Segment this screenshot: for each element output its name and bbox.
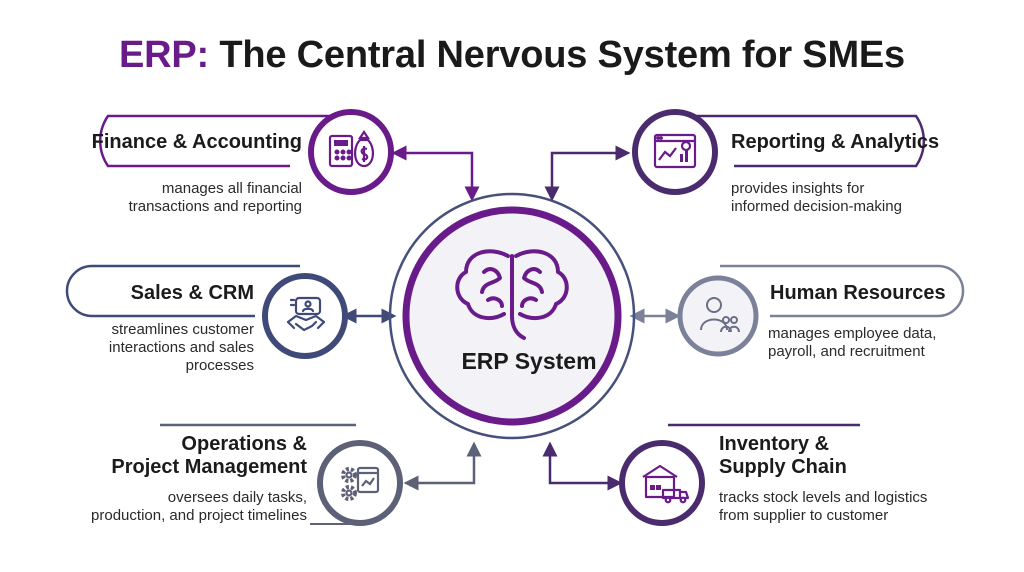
inventory-desc-line-2: from supplier to customer xyxy=(719,507,889,524)
operations-label-line-2: Project Management xyxy=(111,456,307,478)
warehouse-truck-icon xyxy=(642,464,690,504)
reporting-frame xyxy=(678,114,926,168)
title-rest: The Central Nervous System for SMEs xyxy=(208,34,905,76)
finance-node xyxy=(308,109,394,195)
page-title: ERP: The Central Nervous System for SMEs xyxy=(0,34,1024,77)
operations-desc-line-1: oversees daily tasks, xyxy=(167,489,307,506)
sales-frame xyxy=(65,264,300,318)
finance-desc-line-1: manages all financial xyxy=(161,180,302,197)
hr-frame xyxy=(720,264,965,318)
sales-desc-line-2: interactions and sales xyxy=(108,339,254,356)
inventory-desc-line-1: tracks stock levels and logistics xyxy=(719,489,928,506)
erp-system-label: ERP System xyxy=(461,348,597,374)
analytics-dashboard-icon xyxy=(653,133,697,169)
hr-desc-line-2: payroll, and recruitment xyxy=(768,343,925,360)
handshake-icon xyxy=(286,296,326,332)
sales-label: Sales & CRM xyxy=(130,282,254,304)
reporting-desc-line-1: provides insights for xyxy=(731,180,865,197)
sales-node xyxy=(262,273,348,359)
hr-label: Human Resources xyxy=(770,282,946,304)
calculator-moneybag-icon xyxy=(328,130,374,168)
reporting-label: Reporting & Analytics xyxy=(731,131,940,153)
operations-connector xyxy=(403,441,482,491)
sales-desc-line-1: streamlines customer xyxy=(111,321,254,338)
reporting-desc-line-2: informed decision-making xyxy=(731,198,902,215)
operations-label-line-1: Operations & xyxy=(181,433,307,455)
finance-label: Finance & Accounting xyxy=(91,131,302,153)
finance-frame xyxy=(98,114,346,168)
hr-node xyxy=(677,275,759,357)
inventory-label-line-1: Inventory & xyxy=(719,433,830,455)
sales-desc-line-3: processes xyxy=(185,357,254,374)
operations-node xyxy=(317,440,403,526)
finance-desc-line-2: transactions and reporting xyxy=(128,198,302,215)
reporting-connector xyxy=(544,145,631,202)
hub-outer-ring xyxy=(388,192,636,440)
people-icon xyxy=(700,297,740,333)
brain-icon xyxy=(455,249,569,340)
reporting-node xyxy=(632,109,718,195)
inventory-node xyxy=(619,440,705,526)
inventory-connector xyxy=(542,441,623,491)
operations-desc-line-2: production, and project timelines xyxy=(91,507,307,524)
title-prefix: ERP: xyxy=(118,34,209,76)
hr-desc-line-1: manages employee data, xyxy=(768,325,937,342)
gears-icon xyxy=(341,466,380,501)
erp-hub xyxy=(388,192,636,440)
inventory-label-line-2: Supply Chain xyxy=(719,456,847,478)
finance-connector xyxy=(391,145,480,202)
